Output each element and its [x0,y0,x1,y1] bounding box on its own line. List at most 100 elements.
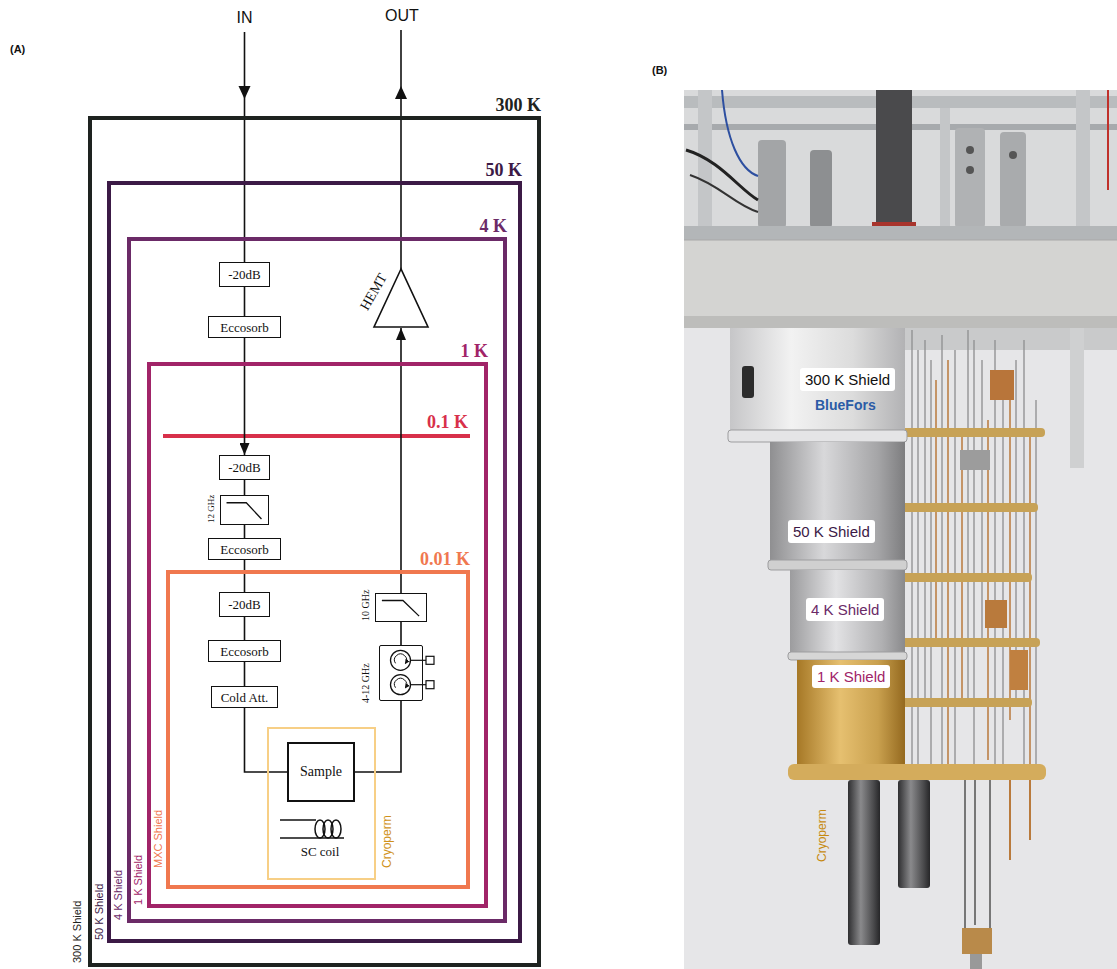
cryostat-photo-part [966,166,974,174]
cryostat-photo-part [768,560,907,570]
circulator-pair-symbol-part [395,654,407,663]
photo-label: 4 K Shield [806,598,884,621]
lowpass-filter: 10 GHz [375,593,427,622]
component-label: -20dB [228,598,261,611]
attenuator-box: -20dB [219,455,270,480]
cryostat-photo-part [1009,151,1017,159]
signal-line [400,328,402,593]
cryostat-photo-part [698,90,712,240]
panel-label: (B) [652,65,667,76]
cryostat-photo-part [742,366,754,398]
cryostat-photo-part [955,128,985,228]
cryostat-photo-part [936,360,1030,770]
cryostat-photo-part [790,570,905,658]
shield-label: Cryoperm [381,815,393,868]
cryostat-photo-part [900,638,1040,647]
output-line-part [400,30,402,269]
shield-label: 4-12 GHz [361,663,371,703]
output-line-part [395,86,407,99]
eccosorb-filter: Eccosorb [208,316,281,338]
component-label: Eccosorb [220,321,268,334]
shield-label: 10 GHz [361,589,371,620]
temperature-label: 300 K [495,96,541,114]
signal-line [244,617,246,640]
cryostat-photo-part [965,780,990,950]
coil-label: SC coil [301,845,340,858]
temperature-label: 0.01 K [420,550,470,568]
cryostat-photo-part [797,660,905,764]
cryostat-photo-part [770,442,905,566]
cryostat-photo-part [985,600,1007,628]
cryostat-photo-part [962,928,992,954]
lowpass-filter-symbol [376,594,425,620]
cryostat-photo-part [788,652,907,660]
signal-line [355,701,401,772]
sc-coil-symbol [280,820,344,838]
hemt-amplifier: HEMT [373,268,429,328]
signal-line [245,708,288,772]
input-line [239,32,251,262]
shield-label: 4 K Shield [113,870,124,920]
cryostat-photo-part [900,503,1038,512]
port-label: IN [237,10,253,26]
cryostat-photo-part [1000,132,1026,228]
circulator-pair-symbol-part [426,656,434,664]
eccosorb-filter: Eccosorb [208,538,281,560]
lowpass-filter: 12 GHz [220,495,269,525]
cryostat-photo-part [960,450,990,470]
cryostat-photo-part [1107,90,1109,190]
lowpass-filter-symbol [221,496,267,523]
sample-box: Sample [287,742,355,802]
signal-line [244,480,246,495]
component-label: -20dB [228,268,261,281]
cryostat-photo-part [912,330,1036,775]
temperature-label: 0.1 K [427,413,468,431]
cryostat-photo-part [1010,650,1028,690]
lowpass-filter-symbol-part [382,601,419,617]
temperature-label: 50 K [485,161,522,179]
shield-label: 300 K Shield [72,901,83,963]
cryostat-photo-part [966,146,974,154]
output-line [395,30,407,269]
circulator-pair-symbol-part [395,678,407,687]
stage-shield: 50 K50 K Shield4 K4 K Shield-20dBEccosor… [107,181,522,943]
component-label: Cold Att. [221,691,269,704]
signal-line [244,662,246,686]
port-label: OUT [385,8,419,24]
circulator-pair-symbol-part [411,684,427,685]
panel-label: (A) [10,44,25,55]
temperature-label: 1 K [460,342,488,360]
cryostat-photo-part [730,328,905,440]
cryostat-photo [684,90,1117,969]
photo-label: 300 K Shield [800,368,895,391]
attenuator-box: -20dB [219,262,270,287]
shield-label: 50 K Shield [94,884,105,940]
cryostat-photo-part [684,90,1117,240]
cryostat-photo-part [728,430,907,442]
photo-label: 50 K Shield [788,520,875,543]
lowpass-filter-symbol-part [227,503,262,519]
shield-label: 12 GHz [207,494,216,522]
cryostat-photo-part [900,573,1032,582]
component-label: Eccosorb [220,645,268,658]
signal-line [244,338,246,455]
cryostat-photo-part [1070,328,1084,468]
stage-shield: 4 K4 K Shield-20dBEccosorbHEMT1 K1 K Shi… [127,237,507,923]
attenuator-box: -20dB [219,592,270,617]
shield-label: MXC Shield [153,810,164,868]
stage-line-part [163,434,470,438]
circulator-pair: 4-12 GHz [379,645,423,701]
circulator-pair-symbol-part [411,660,427,661]
cryostat-photo-part [970,954,982,969]
cryostat-photo-part [684,316,1117,328]
cryostat-photo-part [900,428,1045,437]
cryostat-photo-part [1076,90,1090,240]
signal-line [400,622,402,645]
input-line-part [244,32,246,262]
cryostat-photo-part [876,90,912,230]
sc-coil-symbol-part [280,819,316,821]
sc-coil-symbol-part [331,820,341,838]
stage-shield: 0.01 KMXC Shield-20dBEccosorbCold Att.10… [166,570,470,889]
cryostat-photo-part [788,764,1046,780]
